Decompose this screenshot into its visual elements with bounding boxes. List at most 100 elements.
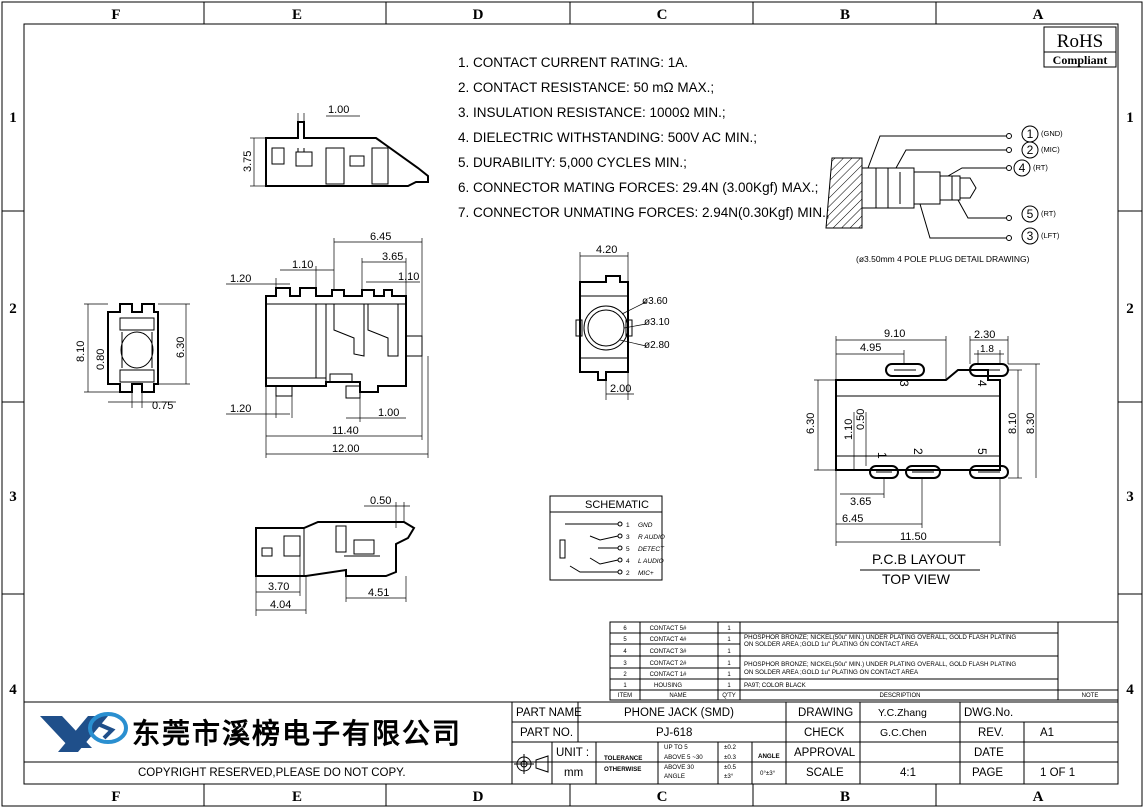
col-label-top: A: [1033, 7, 1044, 23]
bom-qty: 1: [727, 672, 731, 678]
drawing-by: Y.C.Zhang: [878, 707, 927, 719]
dim-label: 6.30: [805, 413, 817, 434]
tol-value: ±0.2: [724, 744, 737, 751]
dim-label: ø3.10: [644, 317, 670, 328]
col-label-bottom: F: [111, 789, 120, 805]
dwg-no-label: DWG.No.: [964, 707, 1013, 719]
part-no: PJ-618: [656, 727, 692, 739]
date-label: DATE: [974, 747, 1004, 759]
pcb-pad-label: 2: [911, 448, 925, 455]
dim-label: 0.50: [370, 495, 391, 507]
dim-label: 1.10: [843, 419, 855, 440]
schematic-pin-name: GND: [638, 522, 653, 529]
scale-label: SCALE: [806, 767, 844, 779]
note-line: 4. DIELECTRIC WITHSTANDING: 500V AC MIN.…: [458, 130, 757, 145]
bom-header-desc: DESCRIPTION: [879, 693, 920, 699]
dim-label: 1.00: [378, 407, 399, 419]
bom-desc: PA9T; COLOR BLACK: [744, 682, 807, 689]
schematic-title: SCHEMATIC: [585, 499, 649, 511]
dim-label: 1.00: [328, 104, 349, 116]
plug-pin-signal: (MIC): [1041, 145, 1060, 154]
col-label-bottom: D: [473, 789, 484, 805]
bom-header-qty: Q'TY: [722, 693, 735, 699]
part-name: PHONE JACK (SMD): [624, 707, 734, 719]
bom-item: 6: [623, 626, 627, 632]
rev: A1: [1040, 727, 1054, 739]
notes: 1. CONTACT CURRENT RATING: 1A. 2. CONTAC…: [458, 55, 830, 220]
plug-pin-signal: (GND): [1041, 129, 1063, 138]
col-label-bottom: E: [292, 789, 302, 805]
page-label: PAGE: [972, 767, 1003, 779]
col-label-top: D: [473, 7, 484, 23]
rohs-box: [1043, 26, 1117, 68]
row-label-left: 3: [9, 489, 17, 505]
note-line: 6. CONNECTOR MATING FORCES: 29.4N (3.00K…: [458, 180, 818, 195]
plug-caption: (ø3.50mm 4 POLE PLUG DETAIL DRAWING): [856, 254, 1030, 264]
dim-label: 2.00: [610, 383, 631, 395]
col-label-top: E: [292, 7, 302, 23]
dim-label: 0.75: [152, 400, 173, 412]
dim-label: 6.30: [175, 337, 187, 358]
col-label-bottom: C: [657, 789, 668, 805]
row-label-left: 2: [9, 301, 17, 317]
unit: mm: [564, 767, 583, 779]
note-line: 2. CONTACT RESISTANCE: 50 mΩ MAX.;: [458, 80, 714, 95]
dim-label: ø2.80: [644, 340, 670, 351]
company-name: 东莞市溪榜电子有限公司: [132, 717, 462, 750]
schematic-pin-name: R AUDIO: [638, 534, 665, 541]
part-no-label: PART NO.: [520, 727, 573, 739]
tolerance-label: TOLERANCE: [604, 755, 642, 762]
tol-range: ANGLE: [664, 773, 685, 780]
row-label-right: 4: [1126, 682, 1134, 698]
dim-label: 1.10: [398, 271, 419, 283]
dim-label: 4.95: [860, 342, 881, 354]
bom-item: 2: [623, 672, 627, 678]
title-block: 东莞市溪榜电子有限公司 COPYRIGHT RESERVED,PLEASE DO…: [23, 701, 1119, 785]
note-line: 3. INSULATION RESISTANCE: 1000Ω MIN.;: [458, 105, 726, 120]
col-label-bottom: B: [840, 789, 850, 805]
tol-range: ABOVE 30: [664, 764, 694, 771]
bottom-view: 0.50 3.70 4.04 4.51: [255, 495, 416, 616]
plug-pin-num: 3: [1027, 229, 1034, 243]
note-line: 5. DURABILITY: 5,000 CYCLES MIN.;: [458, 155, 687, 170]
bom-header-item: ITEM: [618, 693, 632, 699]
bom-qty: 1: [727, 626, 731, 632]
page: 1 OF 1: [1040, 767, 1075, 779]
note-line: 7. CONNECTOR UNMATING FORCES: 2.94N(0.30…: [458, 205, 830, 220]
dim-label: 0.80: [95, 349, 107, 370]
col-label-top: B: [840, 7, 850, 23]
pcb-caption-sub: TOP VIEW: [882, 571, 951, 587]
bom-qty: 1: [727, 637, 731, 643]
drawing-label: DRAWING: [798, 707, 853, 719]
note-line: 1. CONTACT CURRENT RATING: 1A.: [458, 55, 688, 70]
rohs-compliant: Compliant: [1053, 53, 1108, 67]
dim-label: 1.20: [230, 273, 251, 285]
rev-label: REV.: [978, 727, 1004, 739]
plug-pin-num: 1: [1027, 127, 1034, 141]
tol-range: UP TO 5: [664, 744, 688, 751]
otherwise-label: OTHERWISE: [604, 766, 641, 773]
row-label-left: 1: [9, 110, 17, 126]
row-label-right: 3: [1126, 489, 1134, 505]
tol-range: ABOVE 5 ~30: [664, 754, 703, 761]
dim-label: 8.30: [1025, 413, 1037, 434]
unit-label: UNIT :: [556, 747, 589, 759]
plug-pin-signal: (RT): [1033, 163, 1048, 172]
plug-detail: 1 2 4 5 3 (GND) (MIC) (RT) (RT) (LFT) (ø…: [825, 125, 1063, 264]
bom-item: 4: [623, 649, 627, 655]
angle-label: ANGLE: [758, 753, 780, 760]
schematic-pin-num: 2: [626, 570, 630, 577]
dim-label: 3.65: [850, 496, 871, 508]
schematic-pin-num: 5: [626, 546, 630, 553]
dim-label: 1.8: [980, 344, 994, 355]
projection-symbol-icon: [514, 754, 549, 774]
front-view: 4.20 ø3.60 ø3.10 ø2.80 2.00: [575, 244, 670, 400]
dim-label: 6.45: [842, 513, 863, 525]
bom-table: 6 CONTACT 5# 1 5 CONTACT 4# 1 4 CONTACT …: [609, 621, 1119, 701]
pcb-layout: 3 4 1 2 5 9.10 4.95 2.30 1.8 6.30 1.10 0…: [805, 328, 1040, 587]
plug-pin-num: 5: [1027, 207, 1034, 221]
bom-qty: 1: [727, 661, 731, 667]
tol-value: ±3°: [724, 773, 734, 780]
